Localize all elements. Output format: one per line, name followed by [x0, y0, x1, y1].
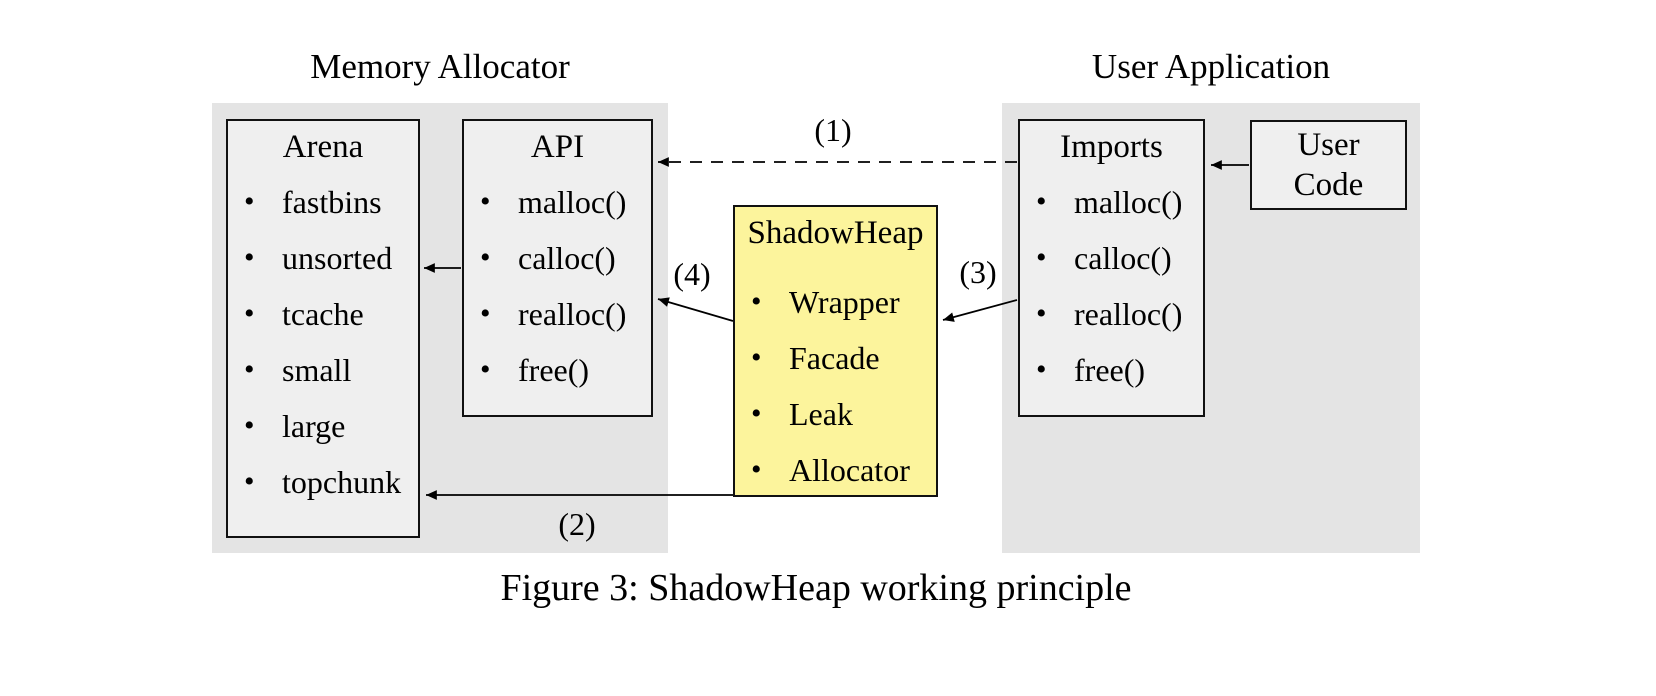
arena-item-label: topchunk	[282, 463, 402, 500]
bullet-icon: •	[751, 397, 762, 430]
arena-item-label: fastbins	[282, 183, 382, 220]
bullet-icon: •	[1036, 185, 1047, 218]
list-item: • malloc()	[464, 174, 651, 230]
list-item: • large	[228, 398, 418, 454]
list-item: • realloc()	[1020, 286, 1203, 342]
imports-item-label: realloc()	[1074, 295, 1183, 332]
bullet-icon: •	[1036, 353, 1047, 386]
api-item-label: malloc()	[518, 183, 627, 220]
shadowheap-item-label: Allocator	[789, 451, 910, 488]
imports-item-label: calloc()	[1074, 239, 1172, 276]
memory-allocator-title: Memory Allocator	[310, 47, 570, 86]
api-item-label: realloc()	[518, 295, 627, 332]
arena-item-list: • fastbins • unsorted • tcache • small •…	[228, 174, 418, 510]
bullet-icon: •	[244, 297, 255, 330]
api-item-list: • malloc() • calloc() • realloc() • free…	[464, 174, 651, 398]
bullet-icon: •	[244, 185, 255, 218]
arrow-label-1: (1)	[814, 112, 852, 148]
list-item: • calloc()	[464, 230, 651, 286]
list-item: • tcache	[228, 286, 418, 342]
list-item: • free()	[464, 342, 651, 398]
bullet-icon: •	[1036, 297, 1047, 330]
arrow-label-4: (4)	[673, 256, 711, 292]
user-code-line2: Code	[1293, 167, 1364, 203]
bullet-icon: •	[244, 241, 255, 274]
list-item: • calloc()	[1020, 230, 1203, 286]
list-item: • Leak	[735, 386, 936, 442]
bullet-icon: •	[244, 409, 255, 442]
list-item: • malloc()	[1020, 174, 1203, 230]
arena-box: Arena • fastbins • unsorted • tcache • s…	[226, 119, 420, 538]
bullet-icon: •	[244, 353, 255, 386]
bullet-icon: •	[480, 297, 491, 330]
list-item: • fastbins	[228, 174, 418, 230]
list-item: • small	[228, 342, 418, 398]
arena-item-label: large	[282, 407, 346, 444]
imports-item-label: malloc()	[1074, 183, 1183, 220]
list-item: • free()	[1020, 342, 1203, 398]
shadowheap-item-label: Leak	[789, 395, 853, 432]
imports-item-label: free()	[1074, 351, 1146, 388]
imports-box-title: Imports	[1060, 129, 1163, 165]
user-code-line1: User	[1297, 127, 1360, 163]
bullet-icon: •	[244, 465, 255, 498]
api-item-label: free()	[518, 351, 590, 388]
imports-item-list: • malloc() • calloc() • realloc() • free…	[1020, 174, 1203, 398]
arrow-label-3: (3)	[959, 254, 997, 290]
shadowheap-item-label: Wrapper	[789, 283, 900, 320]
arrow-label-2: (2)	[558, 506, 596, 542]
arena-item-label: unsorted	[282, 239, 393, 276]
bullet-icon: •	[751, 341, 762, 374]
bullet-icon: •	[480, 185, 491, 218]
api-box-title: API	[530, 129, 585, 165]
arena-item-label: tcache	[282, 295, 364, 332]
bullet-icon: •	[751, 285, 762, 318]
arena-box-title: Arena	[282, 129, 364, 165]
list-item: • realloc()	[464, 286, 651, 342]
list-item: • unsorted	[228, 230, 418, 286]
arrow-4-shadowheap-to-api	[657, 297, 734, 322]
list-item: • Allocator	[735, 442, 936, 498]
bullet-icon: •	[1036, 241, 1047, 274]
user-code-box: User Code	[1250, 120, 1407, 210]
figure-caption: Figure 3: ShadowHeap working principle	[500, 567, 1132, 609]
shadowheap-box: ShadowHeap • Wrapper • Facade • Leak • A…	[733, 205, 938, 497]
api-item-label: calloc()	[518, 239, 616, 276]
list-item: • Wrapper	[735, 274, 936, 330]
shadowheap-item-list: • Wrapper • Facade • Leak • Allocator	[735, 274, 936, 498]
shadowheap-item-label: Facade	[789, 339, 880, 376]
user-application-title: User Application	[1091, 47, 1331, 86]
list-item: • topchunk	[228, 454, 418, 510]
bullet-icon: •	[480, 241, 491, 274]
bullet-icon: •	[480, 353, 491, 386]
arena-item-label: small	[282, 351, 352, 388]
imports-box: Imports • malloc() • calloc() • realloc(…	[1018, 119, 1205, 417]
list-item: • Facade	[735, 330, 936, 386]
shadowheap-box-title: ShadowHeap	[747, 215, 924, 251]
api-box: API • malloc() • calloc() • realloc() • …	[462, 119, 653, 417]
bullet-icon: •	[751, 453, 762, 486]
